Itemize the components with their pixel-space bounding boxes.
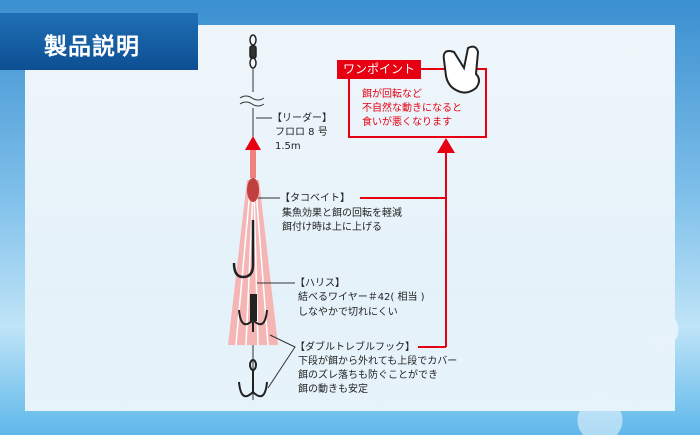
leader-line: 1.5m bbox=[275, 141, 301, 152]
single-hook-icon bbox=[232, 220, 255, 279]
red-arrow-icon bbox=[437, 138, 455, 153]
hook-line: 餌の動きも安定 bbox=[298, 384, 368, 395]
swivel-icon bbox=[249, 34, 257, 69]
hook-line: 餌のズレ落ちも防ぐことができ bbox=[298, 370, 438, 381]
break-mark-icon bbox=[239, 95, 265, 107]
pointing-hand-icon bbox=[442, 45, 480, 94]
hook-line: 下段が餌から外れても上段でカバー bbox=[298, 356, 458, 367]
harisu-line: しなやかで切れにくい bbox=[298, 307, 398, 318]
one-point-line: 不自然な動きになると bbox=[362, 103, 462, 114]
leader-line: フロロ 8 号 bbox=[275, 127, 328, 138]
page-title: 製品説明 bbox=[0, 13, 198, 70]
one-point-line: 餌が回転など bbox=[362, 89, 422, 100]
tako-bait-heading: 【タコベイト】 bbox=[280, 193, 350, 204]
treble-hook-upper-icon bbox=[238, 294, 268, 332]
tako-bait-line: 集魚効果と餌の回転を軽減 bbox=[282, 208, 402, 219]
one-point-badge: ワンポイント bbox=[337, 60, 422, 79]
harisu-line: 結べるワイヤー＃42( 相当 ) bbox=[298, 292, 425, 303]
treble-hook-lower-icon bbox=[238, 359, 268, 398]
hook-heading: 【ダブルトレブルフック】 bbox=[295, 342, 415, 353]
tako-bait-line: 餌付け時は上に上げる bbox=[282, 222, 382, 233]
one-point-line: 食いが悪くなります bbox=[362, 117, 452, 128]
red-arrow-up-icon bbox=[245, 136, 261, 178]
leader-heading: 【リーダー】 bbox=[272, 113, 332, 124]
harisu-heading: 【ハリス】 bbox=[295, 278, 345, 289]
